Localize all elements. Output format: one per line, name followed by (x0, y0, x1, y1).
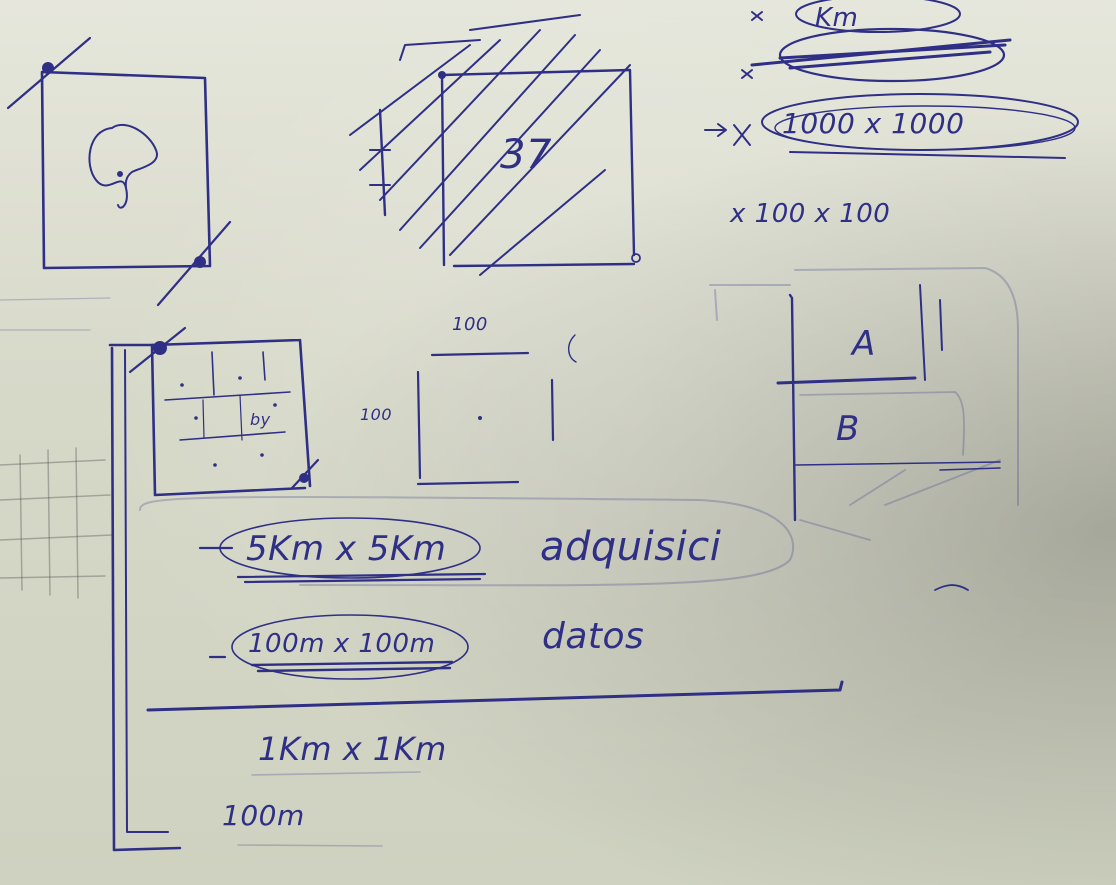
inner-grid-box: by (128, 326, 320, 497)
size-100m-alone-text: 100m (222, 799, 305, 832)
main-text-notes: 5Km x 5Km adquisici 100m x 100m datos 1K… (139, 496, 794, 847)
right-boxes-a-b: A B (709, 266, 1019, 591)
top-left-square-drawing (6, 36, 232, 307)
size-5km-text: 5Km x 5Km (246, 529, 446, 569)
size-100m-text: 100m x 100m (248, 629, 435, 659)
small-square-top-label: 100 (452, 314, 488, 335)
datos-text: datos (542, 616, 644, 657)
inner-grid-label: by (250, 410, 271, 429)
oval-3-text: 1000 x 1000 (782, 107, 964, 140)
top-right-ovals: Km 1000 x 1000 x 100 x 100 (704, 0, 1079, 229)
small-square-100: 100 100 (360, 314, 577, 486)
main-bracket-frame (108, 343, 844, 852)
adquisici-text: adquisici (540, 524, 721, 570)
faint-background-grid (0, 297, 113, 599)
hatched-grid-box: 37 (349, 14, 641, 276)
size-1km-text: 1Km x 1Km (258, 730, 447, 768)
box-a-label: A (850, 324, 876, 364)
small-square-side-label: 100 (360, 405, 392, 424)
grid-box-label: 37 (500, 132, 552, 178)
box-b-label: B (836, 409, 860, 449)
top-right-lower-line: x 100 x 100 (729, 199, 890, 229)
oval-1-text: Km (815, 3, 858, 33)
